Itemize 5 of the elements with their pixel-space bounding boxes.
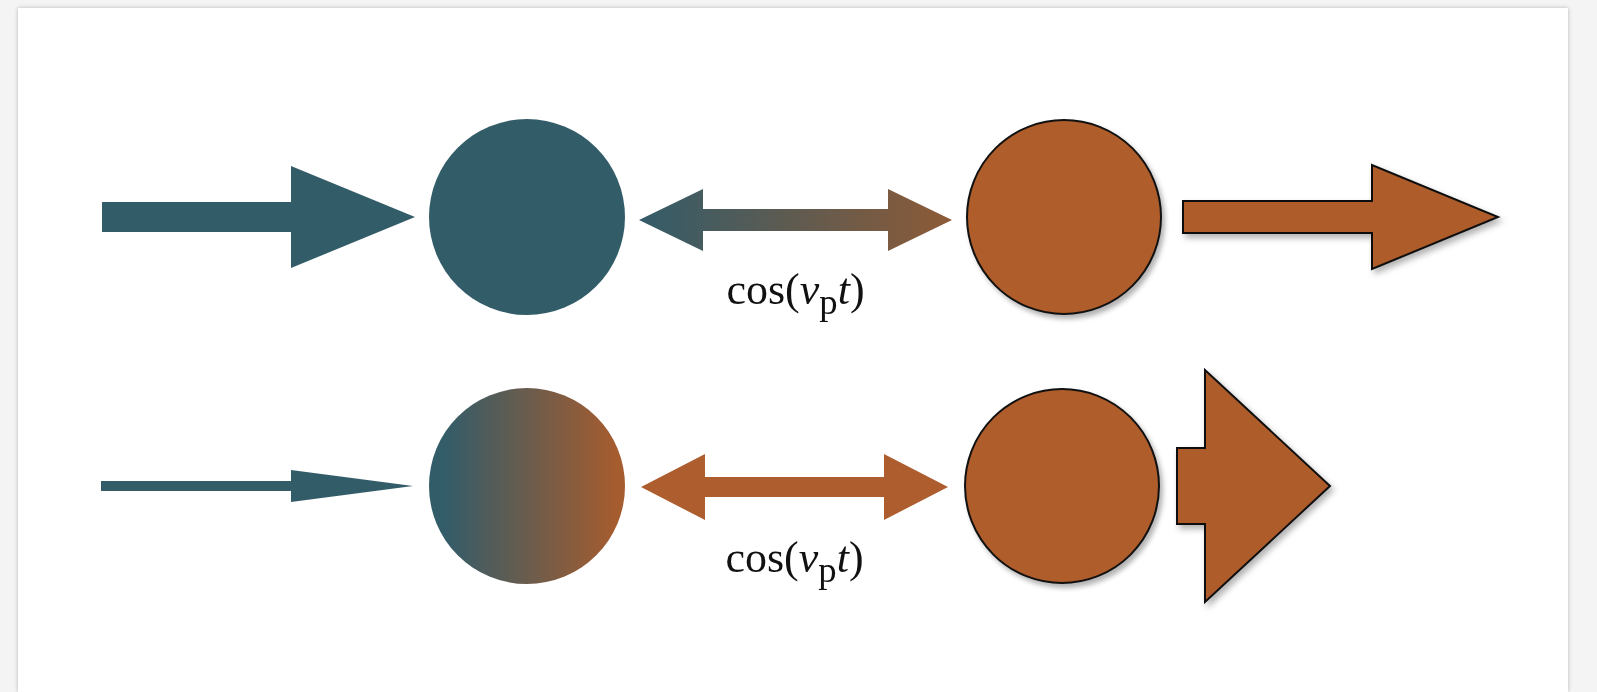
block-arrow bbox=[641, 454, 948, 520]
block-arrow bbox=[102, 166, 415, 268]
block-arrow bbox=[1182, 163, 1501, 271]
block-arrow bbox=[639, 189, 952, 251]
block-arrow bbox=[1176, 367, 1332, 605]
